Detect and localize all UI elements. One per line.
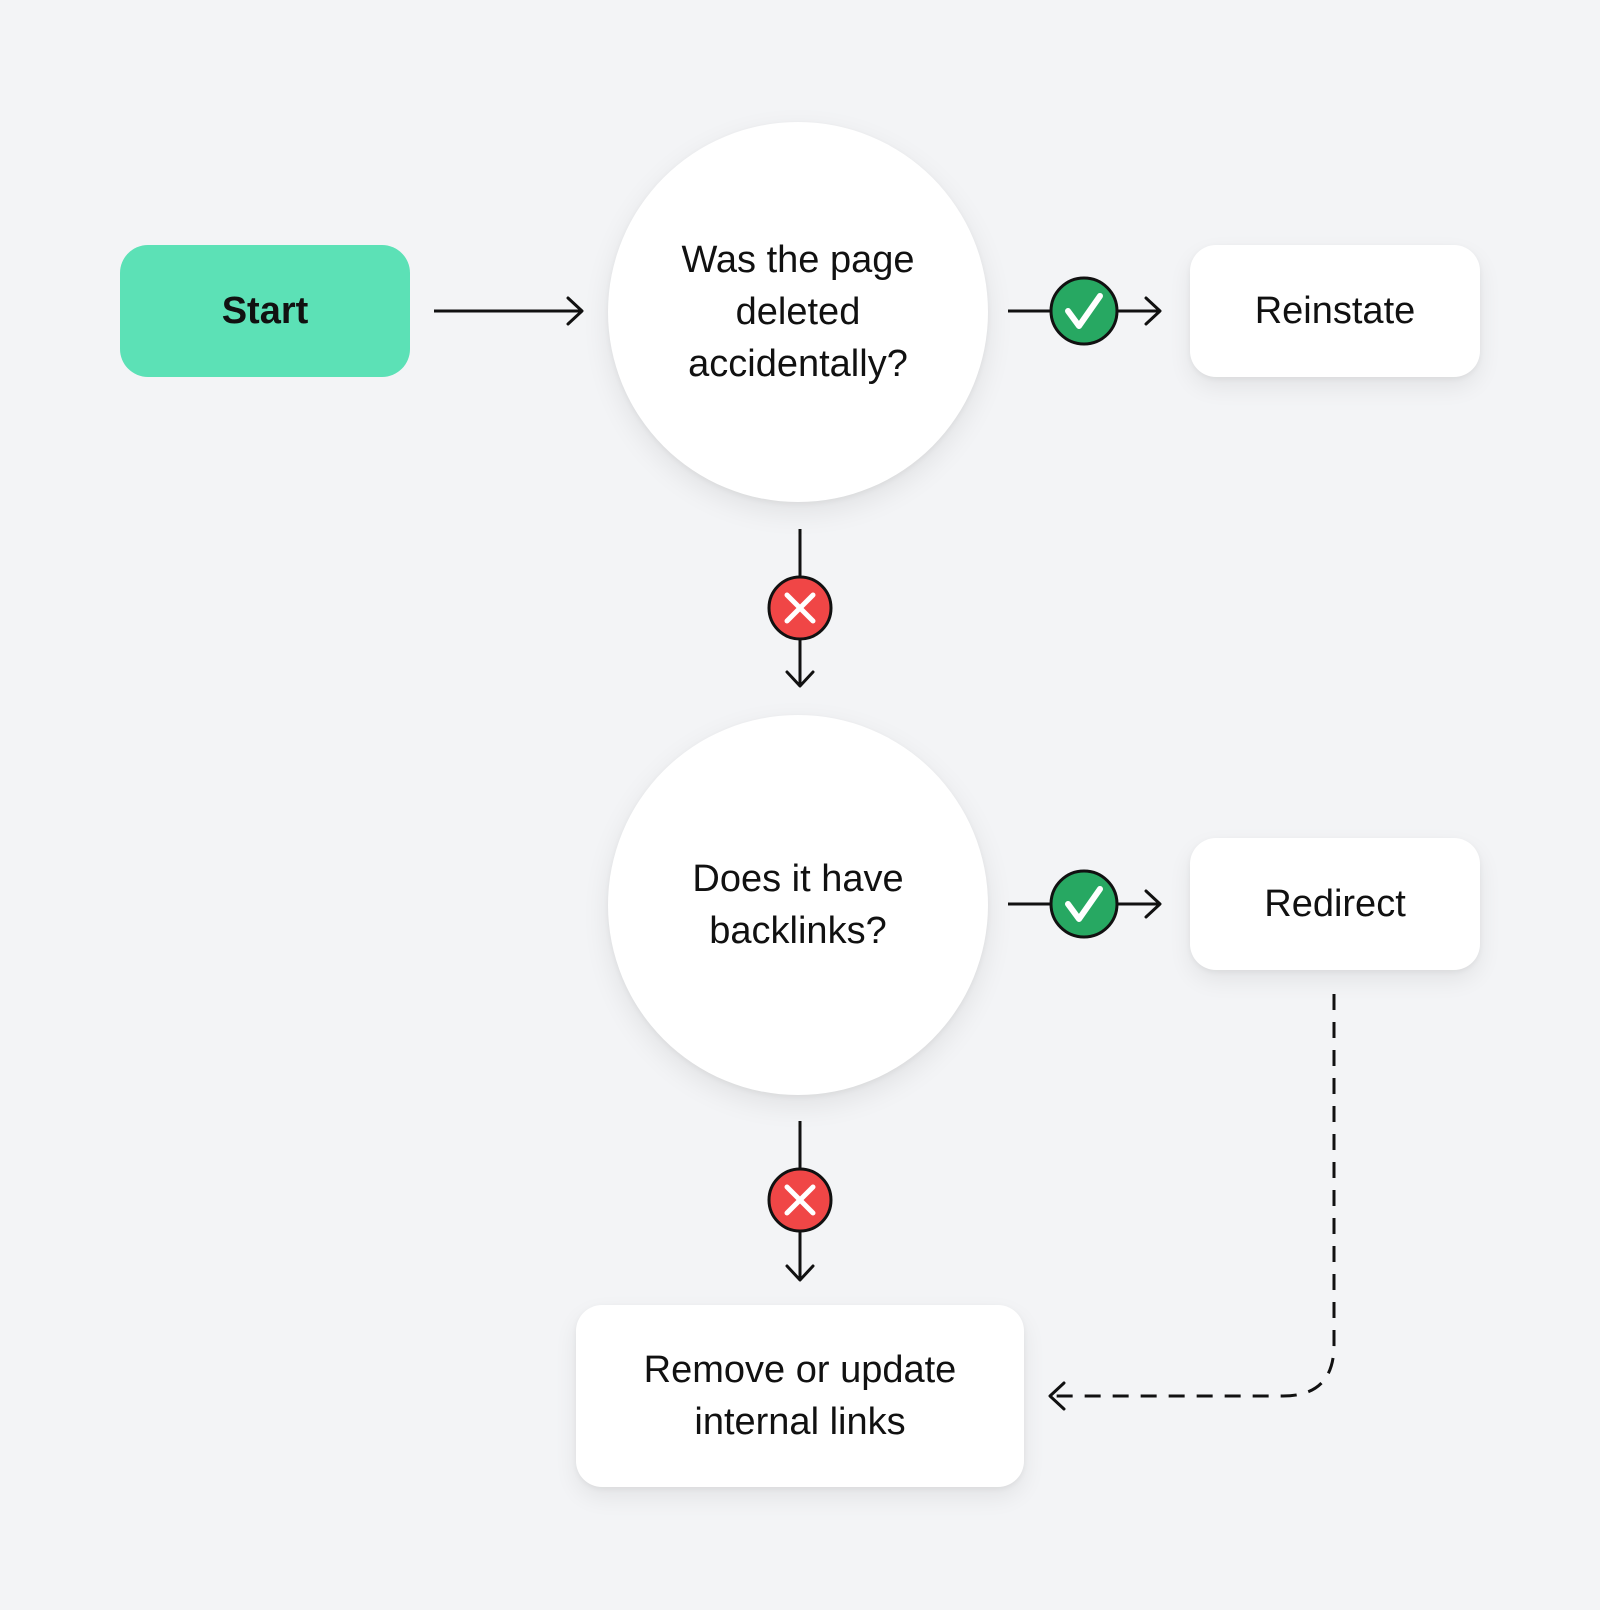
- dashed-arrow-redirect-to-remove: [1048, 994, 1336, 1411]
- arrow-head-icon: [1144, 889, 1162, 919]
- start-label: Start: [221, 289, 309, 332]
- check-circle-icon: [1049, 869, 1119, 939]
- check-circle-icon: [1049, 276, 1119, 346]
- decision-label: Was the page deleted accidentally?: [681, 239, 915, 385]
- redirect-node[interactable]: Redirect: [1190, 838, 1480, 970]
- reinstate-label: Reinstate: [1254, 290, 1416, 332]
- arrow-head-icon: [785, 670, 815, 688]
- x-circle-icon: [767, 1167, 833, 1233]
- arrow-head-icon: [566, 296, 584, 326]
- decision-node-deleted-accidentally[interactable]: Was the page deleted accidentally?: [608, 122, 988, 502]
- start-node[interactable]: Start: [120, 245, 410, 377]
- arrow-head-icon: [1048, 1381, 1066, 1411]
- arrow-start-to-question-1: [434, 296, 584, 326]
- redirect-label: Redirect: [1264, 883, 1406, 925]
- remove-label: Remove or update internal links: [643, 1349, 957, 1443]
- arrow-question-2-yes: [1008, 869, 1162, 939]
- arrow-question-1-no: [767, 529, 833, 688]
- decision-label: Does it have backlinks?: [692, 858, 904, 952]
- decision-node-has-backlinks[interactable]: Does it have backlinks?: [608, 715, 988, 1095]
- remove-update-links-node[interactable]: Remove or update internal links: [576, 1305, 1024, 1487]
- reinstate-node[interactable]: Reinstate: [1190, 245, 1480, 377]
- x-circle-icon: [767, 575, 833, 641]
- arrow-head-icon: [1144, 296, 1162, 326]
- arrow-question-1-yes: [1008, 276, 1162, 346]
- arrow-head-icon: [785, 1264, 815, 1282]
- arrow-question-2-no: [767, 1121, 833, 1282]
